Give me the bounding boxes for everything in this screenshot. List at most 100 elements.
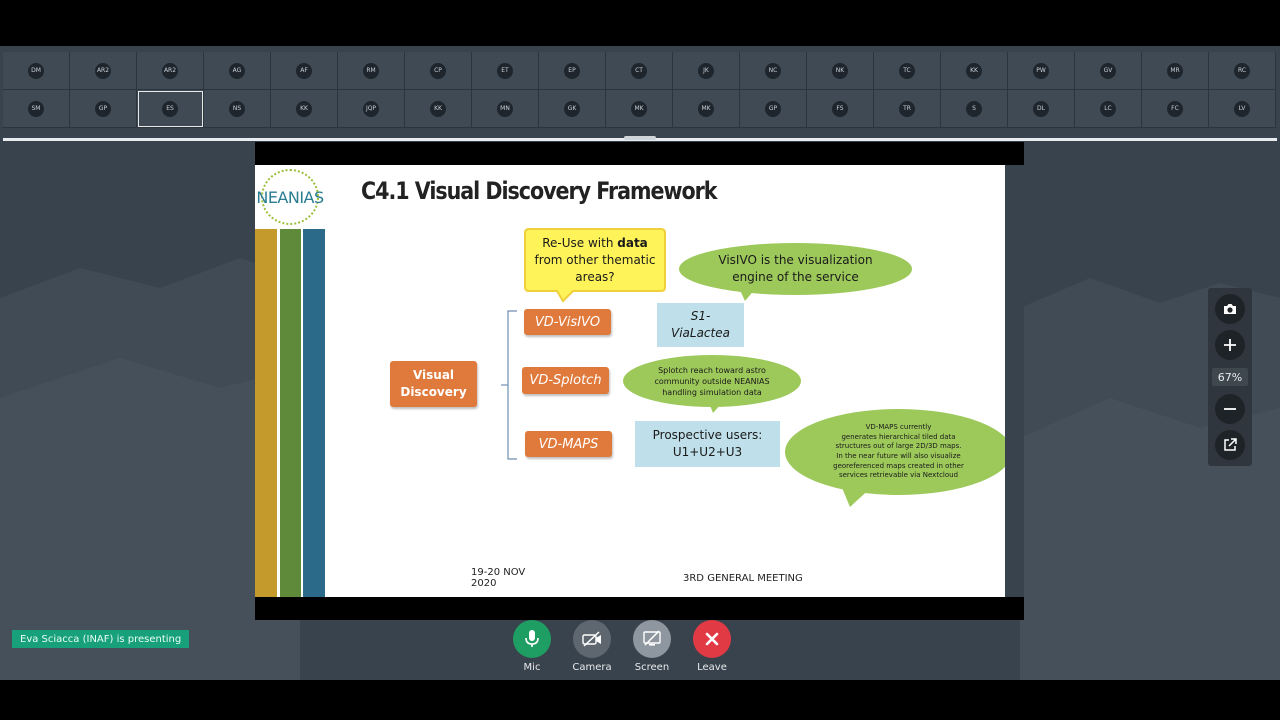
participant-tile[interactable]: NS	[204, 90, 271, 128]
slide-stripe-blue	[303, 165, 325, 597]
strip-resize-handle[interactable]	[624, 136, 656, 140]
snapshot-button[interactable]	[1215, 294, 1245, 324]
participant-tile[interactable]: SM	[3, 90, 70, 128]
avatar: EP	[564, 62, 580, 79]
avatar: FS	[832, 100, 848, 117]
participant-tile[interactable]: FC	[1142, 90, 1209, 128]
splotch-line-2: community outside NEANIAS	[654, 376, 770, 386]
vd-maps-box: VD-MAPS	[525, 431, 612, 457]
participant-tile[interactable]: GK	[539, 90, 606, 128]
mic-control[interactable]: Mic	[512, 620, 552, 673]
maps-line-6: services retrievable via Nextcloud	[838, 471, 959, 480]
participant-tile[interactable]: KK	[405, 90, 472, 128]
leave-control[interactable]: Leave	[692, 620, 732, 673]
avatar: ET	[497, 62, 513, 79]
participant-tile[interactable]: GV	[1075, 52, 1142, 90]
splotch-line-1: Splotch reach toward astro	[658, 365, 766, 375]
participant-tile[interactable]: S	[941, 90, 1008, 128]
vd-visivo-box: VD-VisIVO	[524, 309, 611, 335]
slide-title: C4.1 Visual Discovery Framework	[361, 177, 718, 205]
leave-button[interactable]	[693, 620, 731, 658]
participant-tile[interactable]: JQP	[338, 90, 405, 128]
camera-control[interactable]: Camera	[572, 620, 612, 673]
participant-tile[interactable]: LC	[1075, 90, 1142, 128]
participant-tile[interactable]: MK	[606, 90, 673, 128]
avatar: GP	[95, 100, 111, 117]
avatar: LV	[1234, 100, 1250, 117]
avatar: GK	[564, 100, 580, 117]
participant-tile[interactable]: MN	[472, 90, 539, 128]
s1-line-1: S1-	[690, 309, 711, 323]
participant-tile[interactable]: JK	[673, 52, 740, 90]
participant-tile[interactable]: TC	[874, 52, 941, 90]
participant-tile[interactable]: GP	[70, 90, 137, 128]
camera-snapshot-icon	[1224, 304, 1236, 314]
logo-text: NEANIAS	[256, 187, 324, 207]
participant-tile[interactable]: PW	[1008, 52, 1075, 90]
participant-tile[interactable]: FS	[807, 90, 874, 128]
avatar: NK	[832, 62, 848, 79]
popout-button[interactable]	[1215, 430, 1245, 460]
mic-button[interactable]	[513, 620, 551, 658]
reuse-line-2: from other thematic	[534, 252, 656, 267]
participant-tile[interactable]: LV	[1209, 90, 1276, 128]
avatar: RC	[1234, 62, 1250, 79]
participant-tile[interactable]: ES	[137, 90, 204, 128]
participant-tile[interactable]: AR2	[137, 52, 204, 90]
participant-tile[interactable]: CP	[405, 52, 472, 90]
maps-line-2: generates hierarchical tiled data	[841, 432, 956, 441]
screen-control[interactable]: Screen	[632, 620, 672, 673]
slide-footer-meeting: 3RD GENERAL MEETING	[683, 573, 803, 584]
participant-tile[interactable]: DL	[1008, 90, 1075, 128]
maps-line-1: VD-MAPS currently	[865, 423, 932, 432]
close-icon	[705, 632, 719, 646]
participant-tile[interactable]: AF	[271, 52, 338, 90]
popout-icon	[1224, 438, 1237, 451]
avatar: AF	[296, 62, 312, 79]
avatar: CP	[430, 62, 446, 79]
avatar: MR	[1167, 62, 1183, 79]
avatar: DM	[28, 62, 44, 79]
camera-button[interactable]	[573, 620, 611, 658]
screen-button[interactable]	[633, 620, 671, 658]
participant-tile[interactable]: KK	[941, 52, 1008, 90]
participant-tile[interactable]: RM	[338, 52, 405, 90]
presentation-slide: NEANIAS C4.1 Visual Discovery Framework …	[255, 165, 1005, 597]
avatar: SM	[28, 100, 44, 117]
maps-line-3: structures out of large 2D/3D maps.	[835, 442, 962, 451]
logo-ring	[261, 169, 319, 225]
avatar: GP	[765, 100, 781, 117]
avatar: GV	[1100, 62, 1116, 79]
participant-tile[interactable]: CT	[606, 52, 673, 90]
zoom-out-button[interactable]	[1215, 394, 1245, 424]
reuse-line-3: areas?	[575, 269, 615, 284]
avatar: S	[966, 100, 982, 117]
visivo-bubble: VisIVO is the visualization engine of th…	[679, 243, 912, 295]
participant-tile[interactable]: NC	[740, 52, 807, 90]
participant-tile[interactable]: AR2	[70, 52, 137, 90]
participant-tile[interactable]: TR	[874, 90, 941, 128]
leave-label: Leave	[697, 662, 727, 673]
visivo-bubble-line-1: VisIVO is the visualization	[718, 253, 873, 267]
participant-tile[interactable]: EP	[539, 52, 606, 90]
vd-visivo-label: VD-VisIVO	[534, 314, 601, 330]
participant-tile[interactable]: MR	[1142, 52, 1209, 90]
footer-date-line-1: 19-20 NOV	[471, 567, 526, 578]
avatar: FC	[1167, 100, 1183, 117]
participant-tile[interactable]: ET	[472, 52, 539, 90]
zoom-in-icon	[1224, 339, 1236, 351]
participant-tile[interactable]: MK	[673, 90, 740, 128]
zoom-in-button[interactable]	[1215, 330, 1245, 360]
avatar: NC	[765, 62, 781, 79]
slide-right-margin	[1005, 165, 1024, 597]
screen-label: Screen	[634, 662, 670, 673]
participant-tile[interactable]: AG	[204, 52, 271, 90]
participant-tile[interactable]: RC	[1209, 52, 1276, 90]
participant-tile[interactable]: DM	[3, 52, 70, 90]
participant-tile[interactable]: GP	[740, 90, 807, 128]
participant-tile[interactable]: NK	[807, 52, 874, 90]
participant-tile[interactable]: KK	[271, 90, 338, 128]
reuse-line-1: Re-Use with	[542, 235, 618, 250]
avatar: MN	[497, 100, 513, 117]
